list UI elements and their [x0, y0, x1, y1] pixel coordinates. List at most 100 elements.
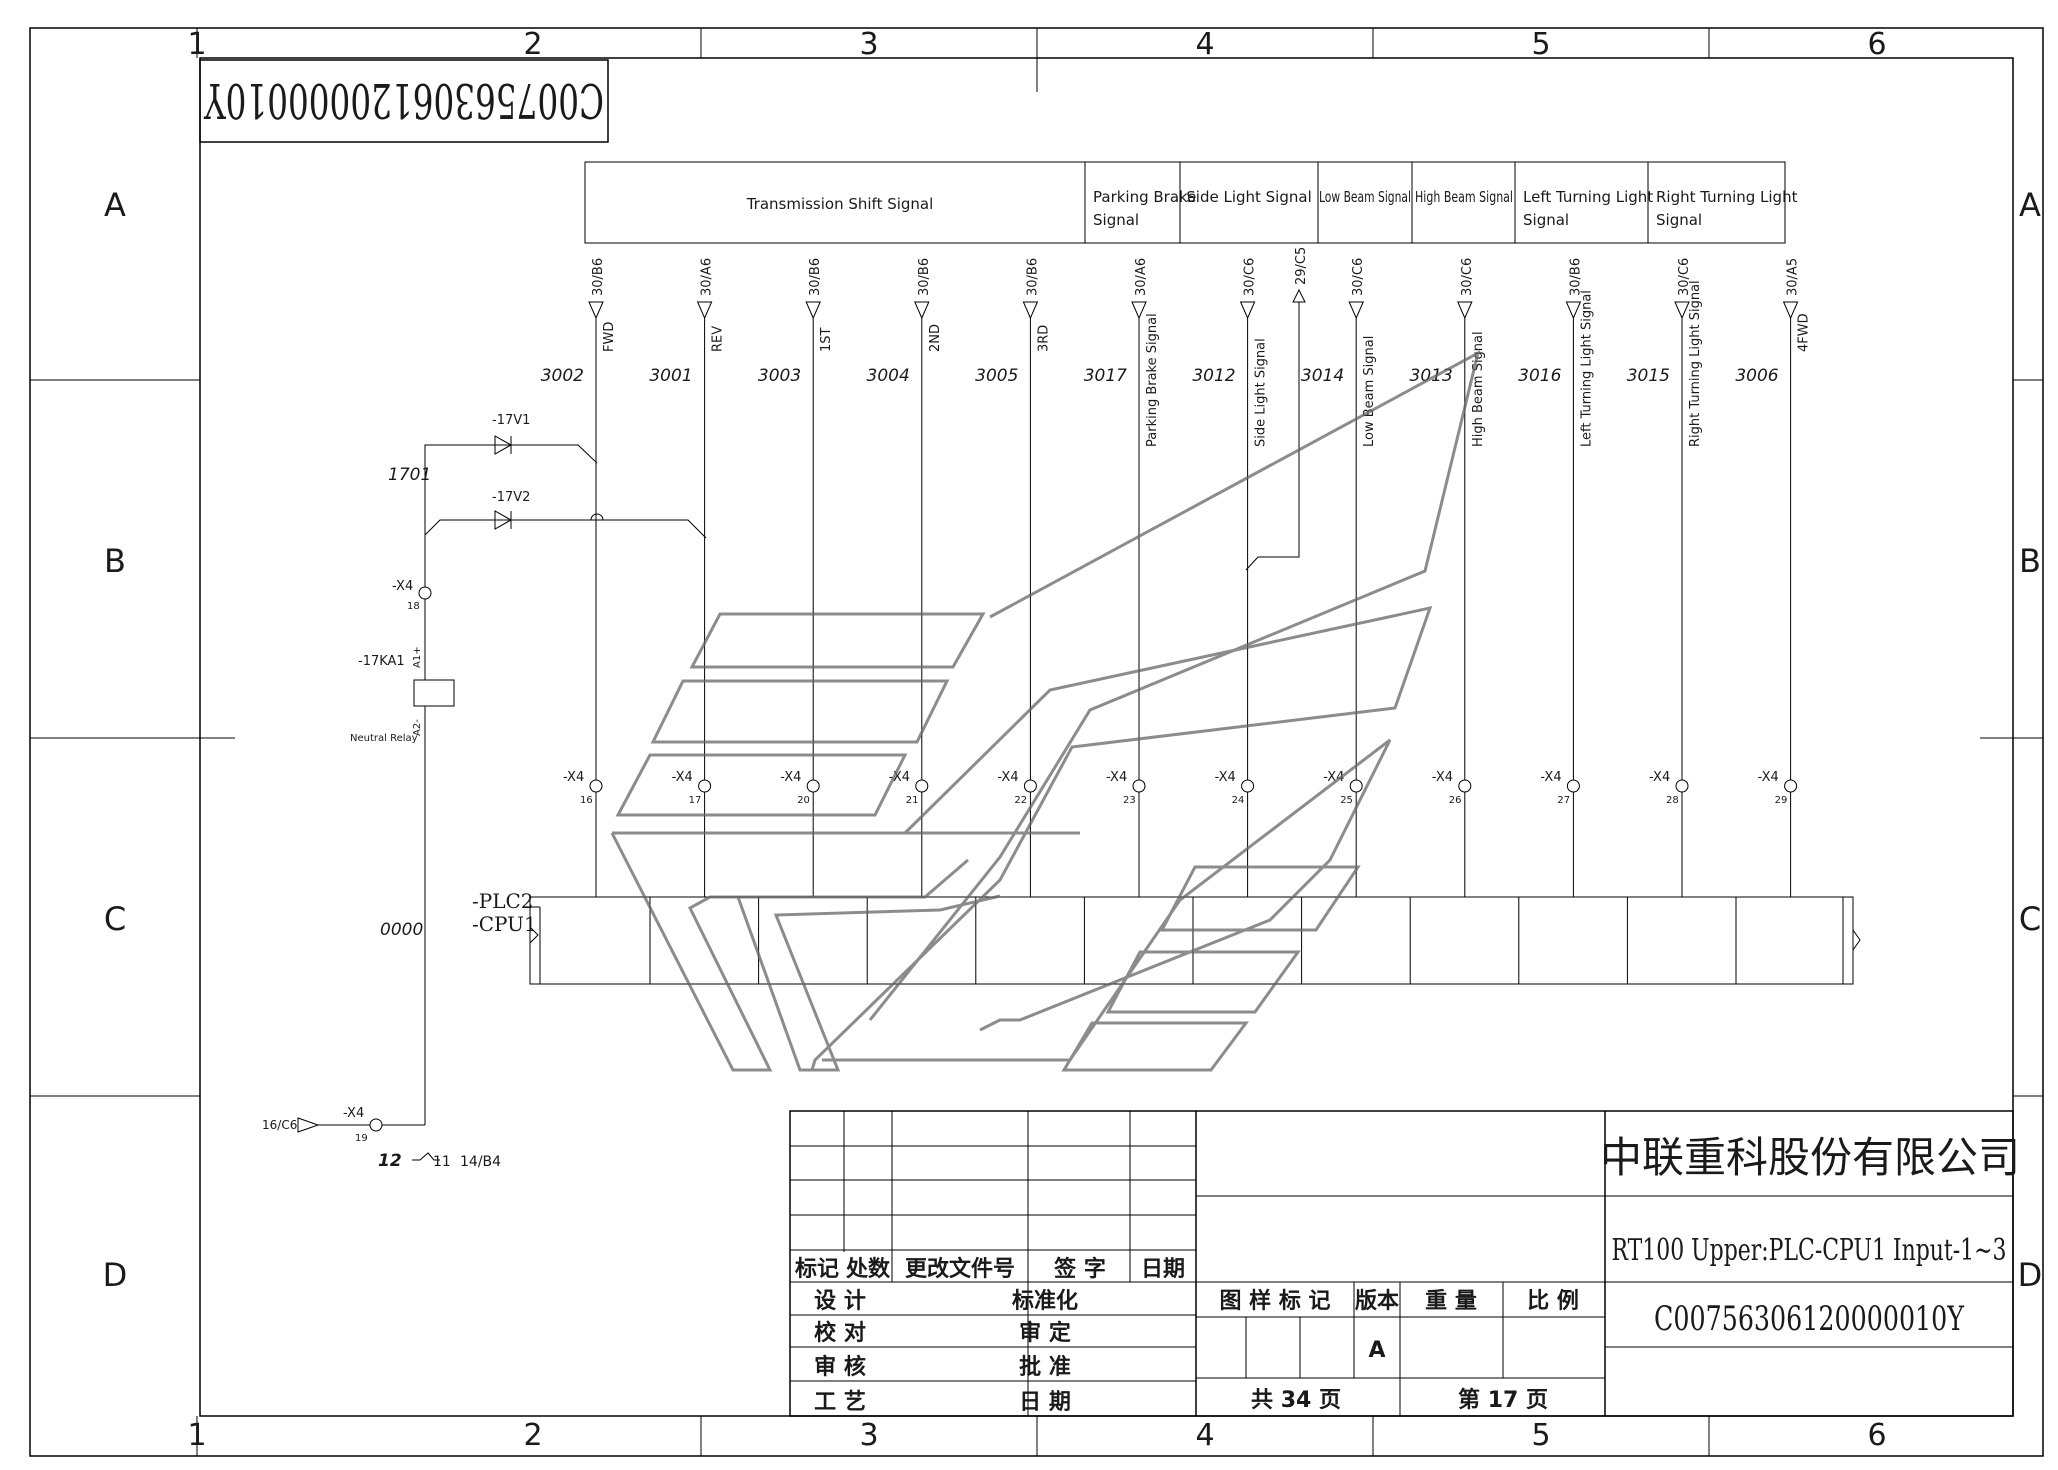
watermark-logo: [610, 350, 1481, 1072]
row-label: B: [2019, 542, 2041, 580]
contact-11: 11: [433, 1154, 451, 1170]
terminal-number: 27: [1557, 795, 1570, 806]
rev-header-mark: 标记: [795, 1256, 839, 1282]
drawing-number: C00756306120000010Y: [1654, 1299, 1964, 1339]
signal-tag: REV: [711, 326, 726, 352]
border-row-labels-right: A B C D: [2018, 186, 2043, 1294]
header-right-turning-line2: Signal: [1656, 211, 1702, 229]
total-pages: 共 34 页: [1251, 1388, 1341, 1413]
signal-tag: 3RD: [1036, 325, 1051, 352]
signal-ref: 30/B6: [1568, 258, 1583, 296]
terminal-label: -X4: [997, 770, 1018, 785]
terminal-x4: [1458, 779, 1472, 793]
ref-16c6-arrow: [297, 1117, 320, 1133]
col-label: 1: [187, 1418, 206, 1453]
terminal-label: -X4: [1649, 770, 1670, 785]
rev-header-change-doc: 更改文件号: [905, 1256, 1015, 1282]
term19-num: 19: [355, 1133, 368, 1144]
wire-number: 3003: [758, 366, 801, 386]
terminal-x4: [1132, 779, 1146, 793]
terminal-label: -X4: [1758, 770, 1779, 785]
sign-approve: 批 准: [1019, 1355, 1071, 1380]
col-label: 3: [859, 27, 878, 62]
signal-ref: 30/B6: [1025, 258, 1040, 296]
info-version: 版本: [1355, 1289, 1399, 1314]
diode-17v2-symbol: [494, 510, 513, 530]
rev-header-sign: 签 字: [1053, 1256, 1106, 1282]
term18-num: 18: [407, 601, 420, 612]
col-label: 1: [187, 27, 206, 62]
diode-17v1-symbol: [494, 435, 513, 455]
sign-review: 审 核: [814, 1354, 866, 1380]
input-channels: 30/B63002FWD-X41630/A63001REV-X41730/B63…: [541, 258, 1812, 897]
row-label: A: [104, 186, 126, 224]
terminal-label: -X4: [1540, 770, 1561, 785]
terminal-number: 20: [797, 795, 810, 806]
wire-number: 3012: [1192, 366, 1235, 386]
version-value: A: [1368, 1338, 1385, 1363]
relay-a2: A2-: [412, 719, 423, 736]
row-label: C: [2019, 900, 2041, 938]
info-weight: 重 量: [1425, 1289, 1477, 1314]
terminal-label: -X4: [1106, 770, 1127, 785]
terminal-x4: [589, 779, 603, 793]
terminal-number: 22: [1014, 795, 1027, 806]
left-circuit: [297, 435, 707, 1161]
row-label: C: [104, 900, 126, 938]
signal-tag: 1ST: [819, 327, 834, 352]
wire-number: 3017: [1084, 366, 1127, 386]
terminal-x4: [1784, 779, 1798, 793]
terminal-label: -X4: [780, 770, 801, 785]
ref-29c5-text: 29/C5: [1294, 247, 1309, 285]
signal-arrow: [1022, 301, 1039, 320]
col-label: 6: [1867, 27, 1886, 62]
terminal-number: 17: [689, 795, 702, 806]
wire-0000: 0000: [380, 920, 423, 940]
term19-label: -X4: [343, 1106, 364, 1121]
header-low-beam: Low Beam Signal: [1319, 188, 1411, 206]
header-transmission-shift: Transmission Shift Signal: [746, 195, 934, 213]
terminal-number: 26: [1449, 795, 1462, 806]
signal-arrow: [1457, 301, 1473, 320]
header-parking-brake-line1: Parking Brake: [1093, 188, 1196, 206]
signal-ref: 30/A6: [1134, 258, 1149, 296]
terminal-number: 24: [1232, 795, 1245, 806]
header-right-turning-line1: Right Turning Light: [1656, 188, 1798, 206]
terminal-x4: [1349, 779, 1363, 793]
relay-desc: Neutral Relay: [350, 733, 418, 744]
rev-header-count: 处数: [845, 1256, 891, 1282]
wire-number: 3015: [1627, 366, 1670, 386]
terminal-x4: [915, 779, 929, 793]
header-side-light: Side Light Signal: [1186, 188, 1312, 206]
signal-ref: 30/C6: [1677, 258, 1692, 296]
contact-ref: 14/B4: [460, 1154, 501, 1170]
wire-number: 3016: [1518, 366, 1561, 386]
signal-tag: 2ND: [928, 324, 943, 352]
terminal-x4: [1023, 779, 1037, 793]
signal-tag: Low Beam Signal: [1362, 336, 1377, 447]
signal-ref: 30/C6: [1351, 258, 1366, 296]
rev-header-date: 日期: [1141, 1257, 1185, 1282]
relay-a1: A1+: [412, 646, 423, 668]
plc-slot-dividers: [649, 897, 1737, 984]
terminal-x4-18: [418, 586, 432, 600]
signal-arrow: [1565, 301, 1582, 320]
signal-arrow: [1239, 301, 1256, 320]
wire-1701: 1701: [388, 465, 431, 485]
terminal-number: 29: [1775, 795, 1788, 806]
contact-12: 12: [378, 1151, 402, 1171]
row-label: D: [103, 1256, 128, 1294]
signal-tag: FWD: [602, 322, 617, 352]
col-label: 2: [523, 27, 542, 62]
terminal-label: -X4: [1432, 770, 1453, 785]
terminal-label: -X4: [1215, 770, 1236, 785]
sign-process: 工 艺: [814, 1389, 866, 1415]
row-label: A: [2019, 186, 2041, 224]
company-name: 中联重科股份有限公司: [1600, 1133, 2020, 1182]
terminal-x4: [1241, 779, 1255, 793]
plc-name: -PLC2: [472, 889, 534, 913]
sign-standard: 标准化: [1012, 1288, 1078, 1314]
col-label: 5: [1531, 27, 1550, 62]
terminal-label: -X4: [563, 770, 584, 785]
